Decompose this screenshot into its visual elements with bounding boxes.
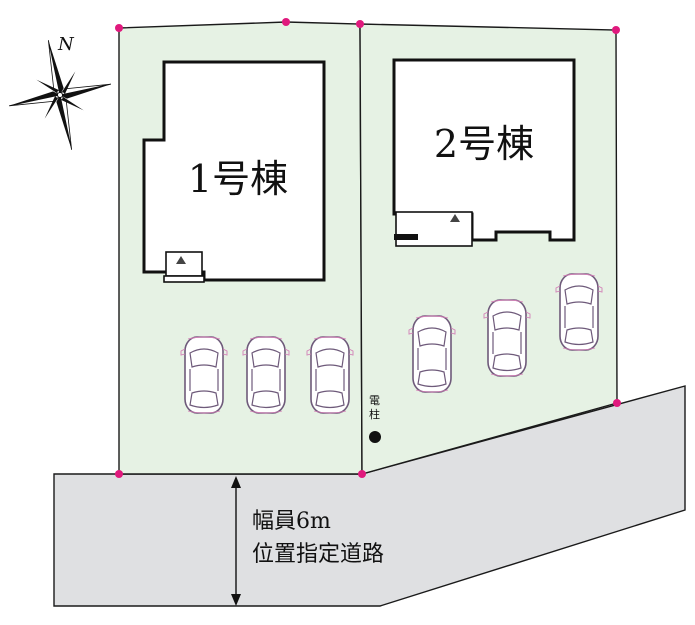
building-2-label: 2号棟 — [434, 122, 534, 166]
boundary-marker-icon — [115, 24, 123, 32]
building-2-entrance — [395, 211, 473, 247]
entrance-marker-icon — [176, 256, 186, 264]
boundary-marker-icon — [356, 20, 364, 28]
road-width-dimension — [231, 476, 241, 606]
parking-car-icon — [180, 336, 228, 414]
arrow-up-icon — [231, 476, 241, 488]
parking-car-icon — [306, 336, 354, 414]
parking-car-icon — [555, 273, 603, 351]
parking-car-icon — [242, 336, 290, 414]
road-width-label: 幅員6m — [252, 509, 331, 534]
boundary-marker-icon — [115, 470, 123, 478]
boundary-marker-icon — [358, 470, 366, 478]
compass-north-label: N — [57, 34, 75, 55]
compass-rose-icon — [9, 40, 111, 150]
building-1-label: 1号棟 — [188, 157, 288, 201]
arrow-down-icon — [231, 594, 241, 606]
boundary-marker-icon — [612, 26, 620, 34]
parking-car-icon — [408, 315, 456, 393]
parking-car-icon — [483, 299, 531, 377]
boundary-marker-icon — [613, 399, 621, 407]
road-type-label: 位置指定道路 — [252, 542, 384, 567]
utility-pole-icon — [369, 431, 381, 443]
boundary-markers — [115, 18, 621, 478]
entrance-marker-icon — [450, 214, 460, 222]
building-2-step — [394, 234, 418, 240]
building-1-step — [163, 275, 205, 283]
utility-pole-label: 柱 — [369, 407, 380, 421]
building-1-footprint — [142, 60, 326, 282]
utility-pole-label: 電 — [369, 394, 380, 407]
boundary-marker-icon — [282, 18, 290, 26]
